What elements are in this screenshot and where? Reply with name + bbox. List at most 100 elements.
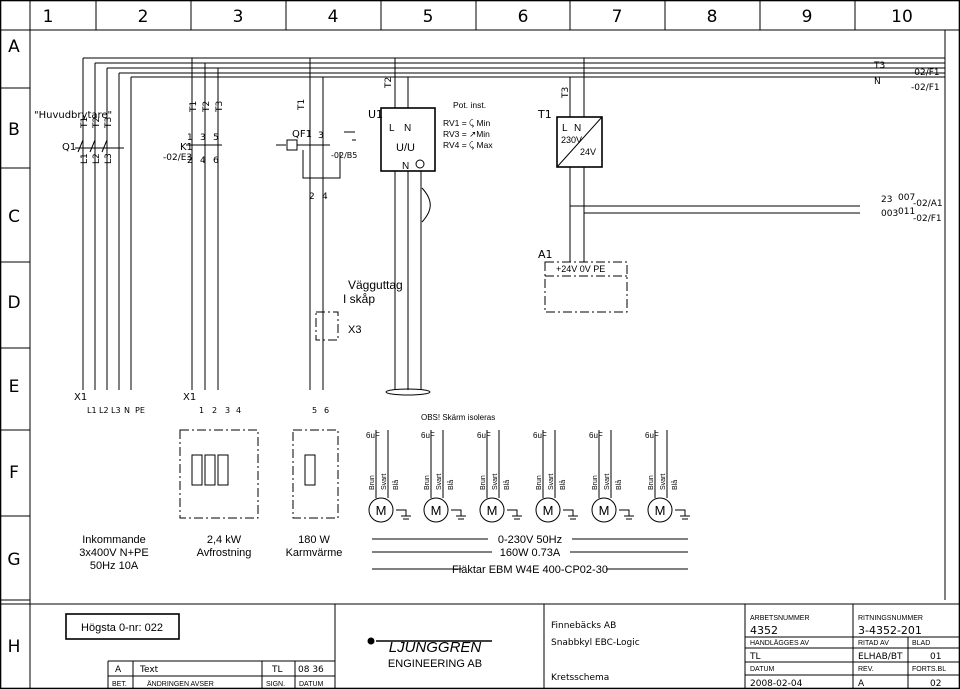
svg-text:N: N — [124, 406, 130, 415]
qf1-label: QF1 — [292, 129, 312, 140]
svg-text:-02/F1: -02/F1 — [911, 68, 940, 78]
svg-text:RV4 = ⤹ Max: RV4 = ⤹ Max — [443, 140, 493, 150]
row-label: H — [8, 637, 21, 657]
svg-text:3x400V N+PE: 3x400V N+PE — [79, 547, 148, 559]
wire-color-label: Svart — [660, 474, 667, 490]
svg-text:23: 23 — [881, 195, 892, 205]
svg-text:T3: T3 — [873, 61, 885, 71]
svg-text:L3: L3 — [104, 153, 114, 164]
heater-karmvarme — [292, 429, 339, 519]
svg-text:4352: 4352 — [750, 624, 778, 637]
col-label: 8 — [707, 7, 718, 27]
svg-text:Fläktar EBM W4E 400-CP02-30: Fläktar EBM W4E 400-CP02-30 — [452, 564, 608, 576]
svg-text:6: 6 — [324, 406, 329, 415]
svg-text:3: 3 — [318, 131, 324, 141]
svg-text:T2: T2 — [202, 101, 212, 113]
wall-socket-x3: Vägguttag I skåp X3 — [315, 278, 403, 341]
qf1-ref: -02/B5 — [331, 151, 357, 160]
svg-text:DATUM: DATUM — [750, 666, 775, 673]
svg-text:L3: L3 — [111, 406, 121, 415]
main-switch-q1: "Huvudbrytare" Q1 T1 T2 T3 L1 L2 L3 — [34, 110, 124, 164]
wire-color-label: Blå — [559, 480, 567, 490]
supply-bus — [82, 57, 945, 390]
motor-label: M — [599, 503, 610, 518]
svg-text:T1: T1 — [189, 101, 199, 113]
pot-settings: Pot. inst. RV1 = ⤹ Min RV3 = ↗Min RV4 = … — [443, 100, 493, 150]
row-label: D — [7, 293, 20, 313]
svg-text:Karmvärme: Karmvärme — [286, 547, 343, 559]
fan-motor-icon — [423, 497, 449, 523]
capacitor-label: 6uF — [533, 431, 547, 440]
ground-icon — [396, 509, 411, 520]
motor-label: M — [543, 503, 554, 518]
svg-text:T1: T1 — [297, 99, 307, 111]
wire-color-label: Svart — [604, 474, 611, 490]
col-label: 3 — [233, 7, 244, 27]
svg-text:T3: T3 — [561, 87, 571, 99]
row-label: B — [8, 120, 20, 140]
svg-text:HANDLÄGGES AV: HANDLÄGGES AV — [750, 639, 809, 647]
wire-color-label: Blå — [671, 480, 679, 490]
svg-text:L1: L1 — [80, 153, 90, 164]
col-label: 9 — [802, 7, 813, 27]
company-logo: LJUNGGREN — [389, 639, 482, 656]
a1-label: A1 — [538, 248, 553, 261]
svg-text:RV3 = ↗Min: RV3 = ↗Min — [443, 129, 490, 139]
col-label: 7 — [612, 7, 623, 27]
svg-text:BET.: BET. — [112, 681, 127, 688]
svg-text:3: 3 — [225, 406, 230, 415]
svg-text:01: 01 — [930, 652, 941, 662]
fan-motor-icon — [535, 497, 561, 523]
svg-text:Vägguttag: Vägguttag — [348, 278, 403, 292]
svg-text:BLAD: BLAD — [912, 640, 930, 647]
svg-text:L: L — [389, 123, 395, 134]
fan-motor-icon — [368, 497, 394, 523]
power-supply-a1: A1 +24V 0V PE — [538, 248, 628, 313]
wire-color-label: Blå — [503, 480, 511, 490]
motor-label: M — [376, 503, 387, 518]
svg-text:TL: TL — [271, 665, 283, 675]
wire-color-label: Svart — [436, 474, 443, 490]
wire-color-label: Svart — [381, 474, 388, 490]
svg-text:FORTS.BL: FORTS.BL — [912, 666, 946, 673]
svg-text:Snabbkyl EBC-Logic: Snabbkyl EBC-Logic — [551, 638, 640, 648]
wire-color-label: Brun — [592, 475, 599, 490]
row-label: F — [9, 463, 19, 483]
motor-label: M — [655, 503, 666, 518]
row-label: G — [7, 550, 20, 570]
wire-color-label: Brun — [480, 475, 487, 490]
u1-label: U1 — [368, 108, 383, 121]
svg-text:ARBETSNUMMER: ARBETSNUMMER — [750, 615, 810, 622]
wire-color-label: Brun — [424, 475, 431, 490]
k1-label: K1 — [180, 142, 193, 153]
row-label: E — [9, 377, 20, 397]
svg-text:50Hz 10A: 50Hz 10A — [90, 560, 139, 572]
wire-color-label: Brun — [536, 475, 543, 490]
wire-color-label: Blå — [447, 480, 455, 490]
col-label: 10 — [891, 7, 913, 27]
hogsta-nr: Högsta 0-nr: 022 — [81, 622, 163, 634]
wire-color-label: Brun — [369, 475, 376, 490]
row-label: C — [8, 207, 20, 227]
svg-text:T3: T3 — [215, 101, 225, 113]
svg-text:T2: T2 — [92, 117, 102, 129]
motor-label: M — [487, 503, 498, 518]
svg-text:2: 2 — [187, 156, 193, 166]
ground-icon — [451, 509, 466, 520]
wire-color-label: Blå — [392, 480, 400, 490]
breaker-qf1: QF1 -02/B5 T1 3 2 4 — [276, 58, 357, 390]
svg-text:N: N — [574, 123, 581, 134]
ground-icon — [507, 509, 522, 520]
col-label: 2 — [138, 7, 149, 27]
svg-text:08 36: 08 36 — [298, 665, 324, 675]
col-label: 5 — [423, 7, 434, 27]
svg-text:A: A — [115, 665, 122, 675]
svg-text:Text: Text — [139, 665, 159, 675]
svg-text:X3: X3 — [348, 324, 361, 336]
svg-text:N: N — [874, 77, 881, 87]
svg-text:RV1 = ⤹ Min: RV1 = ⤹ Min — [443, 118, 490, 128]
svg-text:5: 5 — [213, 133, 219, 143]
svg-text:X1: X1 — [183, 392, 196, 403]
svg-text:1: 1 — [187, 133, 193, 143]
